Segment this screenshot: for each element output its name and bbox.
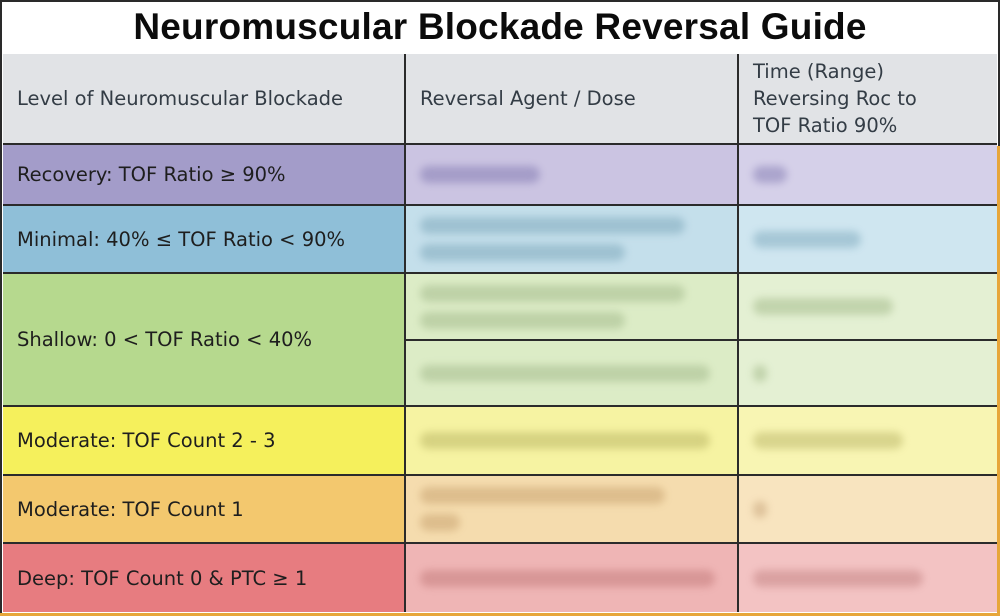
blurred-text: [420, 311, 625, 329]
header-level: Level of Neuromuscular Blockade: [3, 54, 406, 145]
agent-cell-shallow-1: [406, 274, 739, 341]
blurred-text: [753, 298, 893, 315]
header-time: Time (Range) Reversing Roc to TOF Ratio …: [739, 54, 997, 145]
blurred-text: [753, 569, 923, 587]
accent-border-right: [997, 146, 1000, 614]
blurred-text: [420, 284, 685, 302]
time-cell-moderate-2-3: [739, 407, 997, 476]
blurred-text: [753, 364, 767, 382]
time-cell-moderate-1: [739, 476, 997, 544]
time-cell-deep: [739, 544, 997, 612]
header-time-line-1: Time (Range): [753, 60, 884, 83]
blurred-text: [753, 432, 903, 449]
agent-cell-deep: [406, 544, 739, 612]
blurred-text: [420, 569, 715, 587]
level-cell-shallow: Shallow: 0 < TOF Ratio < 40%: [3, 274, 406, 407]
blurred-text: [753, 500, 767, 518]
level-cell-deep: Deep: TOF Count 0 & PTC ≥ 1: [3, 544, 406, 612]
blurred-text: [420, 364, 710, 382]
blurred-text: [420, 487, 665, 504]
level-cell-moderate-1: Moderate: TOF Count 1: [3, 476, 406, 544]
header-time-line-2: Reversing Roc to: [753, 87, 917, 110]
blurred-text: [753, 230, 861, 248]
reversal-table: Level of Neuromuscular Blockade Reversal…: [3, 54, 997, 612]
agent-cell-minimal: [406, 206, 739, 274]
level-cell-moderate-2-3: Moderate: TOF Count 2 - 3: [3, 407, 406, 476]
agent-cell-shallow-2: [406, 341, 739, 407]
time-cell-shallow-2: [739, 341, 997, 407]
page-title: Neuromuscular Blockade Reversal Guide: [133, 6, 867, 47]
time-cell-shallow-1: [739, 274, 997, 341]
header-agent: Reversal Agent / Dose: [406, 54, 739, 145]
header-time-line-3: TOF Ratio 90%: [753, 114, 898, 137]
agent-cell-recovery: [406, 145, 739, 206]
time-cell-minimal: [739, 206, 997, 274]
blurred-text: [753, 166, 787, 183]
accent-border-bottom: [0, 613, 1000, 616]
level-cell-recovery: Recovery: TOF Ratio ≥ 90%: [3, 145, 406, 206]
blurred-text: [420, 217, 685, 234]
blurred-text: [420, 432, 710, 449]
blurred-text: [420, 166, 540, 183]
agent-cell-moderate-2-3: [406, 407, 739, 476]
time-cell-recovery: [739, 145, 997, 206]
blurred-text: [420, 514, 460, 531]
level-cell-minimal: Minimal: 40% ≤ TOF Ratio < 90%: [3, 206, 406, 274]
agent-cell-moderate-1: [406, 476, 739, 544]
blurred-text: [420, 244, 625, 261]
